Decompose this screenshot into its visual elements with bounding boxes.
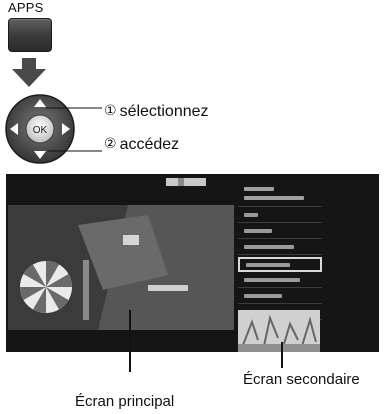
apps-button — [8, 18, 52, 52]
menu-item[interactable] — [238, 225, 322, 239]
step-1-marker: ① — [104, 102, 117, 118]
apps-menu-list — [238, 184, 322, 322]
screen-title-tag — [166, 178, 206, 186]
secondary-screen-video — [238, 310, 320, 352]
cursor-pad-icon: OK — [5, 94, 102, 164]
menu-header — [238, 184, 322, 207]
select-label: sélectionnez — [119, 103, 209, 120]
secondary-video-image — [238, 310, 320, 352]
ok-label: OK — [33, 125, 48, 136]
apps-key-label: APPS — [8, 0, 44, 15]
step-2-marker: ② — [104, 135, 117, 151]
secondary-screen-callout-line — [281, 342, 283, 368]
menu-item[interactable] — [238, 209, 322, 223]
menu-item[interactable] — [238, 274, 322, 288]
main-screen-callout-line — [129, 310, 131, 372]
menu-item[interactable] — [238, 290, 322, 304]
screen-title-tag-mark — [178, 178, 184, 186]
main-screen-video — [8, 205, 234, 330]
menu-item-selected[interactable] — [238, 257, 322, 272]
secondary-screen-caption: Écran secondaire — [243, 371, 360, 388]
menu-item[interactable] — [238, 241, 322, 255]
main-screen-caption: Écran principal — [75, 393, 175, 410]
main-video-image — [8, 205, 234, 330]
access-label: accédez — [119, 136, 180, 153]
arrow-down-icon — [12, 58, 46, 87]
